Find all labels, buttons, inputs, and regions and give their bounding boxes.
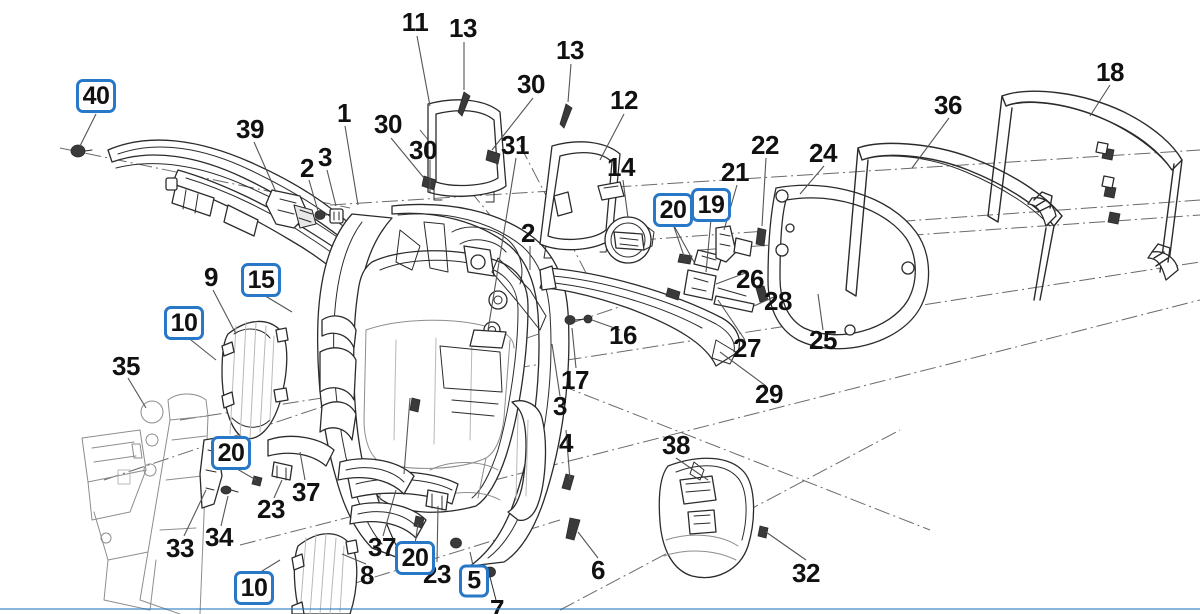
part-number-label: 36: [934, 90, 962, 120]
highlighted-part-callout[interactable]: 20: [395, 541, 435, 575]
part-number-label: 1: [337, 98, 351, 128]
part-number-label: 37: [368, 532, 396, 562]
part-number-label: 39: [236, 114, 264, 144]
part-number-label: 38: [662, 430, 690, 460]
left-side-vent: [319, 315, 357, 441]
highlighted-part-callout[interactable]: 10: [164, 306, 204, 340]
part-13-screws: [457, 91, 573, 129]
part-number-label: 25: [809, 325, 837, 355]
part-36-seal: [845, 142, 1063, 301]
part-24-door-frame: [767, 184, 930, 350]
part-number-label: 9: [204, 262, 218, 292]
part-number-label: 14: [607, 152, 635, 182]
part-number-label: 34: [205, 522, 233, 552]
windscreen-clips: [1095, 141, 1115, 189]
part-number-label: 6: [591, 555, 605, 585]
part-number-label: 37: [292, 477, 320, 507]
part-number-label: 21: [721, 157, 749, 187]
part-14-cap: [604, 216, 655, 264]
part-31-clip: [469, 329, 507, 349]
part-18-windscreen: [987, 90, 1183, 281]
part-number-label: 30: [517, 69, 545, 99]
part-27-29-handle: [539, 265, 741, 367]
part-number-label: 23: [257, 494, 285, 524]
highlighted-part-callout[interactable]: 20: [653, 193, 693, 227]
part-40-screw: [70, 144, 93, 158]
part-31-plate: [597, 181, 625, 201]
part-number-label: 30: [409, 135, 437, 165]
part-28-rod: [713, 295, 755, 313]
part-number-label: 28: [764, 286, 792, 316]
part-number-label: 32: [792, 558, 820, 588]
part-31-plate-b: [553, 191, 573, 217]
part-number-label: 33: [166, 533, 194, 563]
part-number-label: 24: [809, 138, 837, 168]
highlighted-part-callout[interactable]: 19: [691, 188, 731, 222]
highlighted-part-callout[interactable]: 10: [234, 571, 274, 605]
part-2-3-fasteners: [314, 208, 344, 224]
internal-mechanism: [395, 221, 547, 501]
part-32-screw: [757, 525, 769, 539]
part-number-label: 2: [521, 218, 535, 248]
part-number-label: 3: [553, 391, 567, 421]
part-39-bracket: [265, 189, 317, 229]
part-38-liner: [658, 457, 755, 579]
part-number-label: 18: [1096, 57, 1124, 87]
part-number-label: 30: [374, 109, 402, 139]
part-11-frame: [427, 99, 507, 203]
part-number-label: 35: [112, 351, 140, 381]
part-3-screw: [409, 397, 421, 413]
part-35-fork-column: [81, 393, 209, 614]
highlighted-part-callout[interactable]: 40: [76, 79, 116, 113]
part-8-grille: [291, 533, 359, 614]
part-number-label: 27: [733, 333, 761, 363]
part-9-grille: [221, 320, 289, 441]
right-side-vent: [507, 400, 547, 522]
part-number-label: 12: [610, 85, 638, 115]
highlighted-part-callout[interactable]: 15: [241, 263, 281, 297]
part-4-6-screws: [561, 473, 581, 541]
part-number-label: 17: [561, 365, 589, 395]
highlighted-part-callout[interactable]: 5: [459, 564, 489, 598]
part-number-label: 4: [559, 428, 573, 458]
part-number-label: 16: [609, 320, 637, 350]
part-number-label: 3: [318, 142, 332, 172]
part-number-label: 8: [360, 560, 374, 590]
part-number-label: 31: [501, 130, 529, 160]
part-number-label: 2: [300, 153, 314, 183]
part-number-label: 29: [755, 379, 783, 409]
part-number-label: 13: [449, 13, 477, 43]
part-number-label: 11: [401, 7, 429, 37]
part-1-leg-shield-body: [316, 203, 570, 567]
part-16-17-fasteners: [564, 314, 593, 325]
highlighted-part-callout[interactable]: 20: [211, 436, 251, 470]
part-number-label: 26: [736, 264, 764, 294]
part-number-label: 22: [751, 130, 779, 160]
bottom-divider-rule: [0, 608, 1200, 610]
part-number-label: 13: [556, 35, 584, 65]
part-number-label: 7: [490, 594, 504, 614]
